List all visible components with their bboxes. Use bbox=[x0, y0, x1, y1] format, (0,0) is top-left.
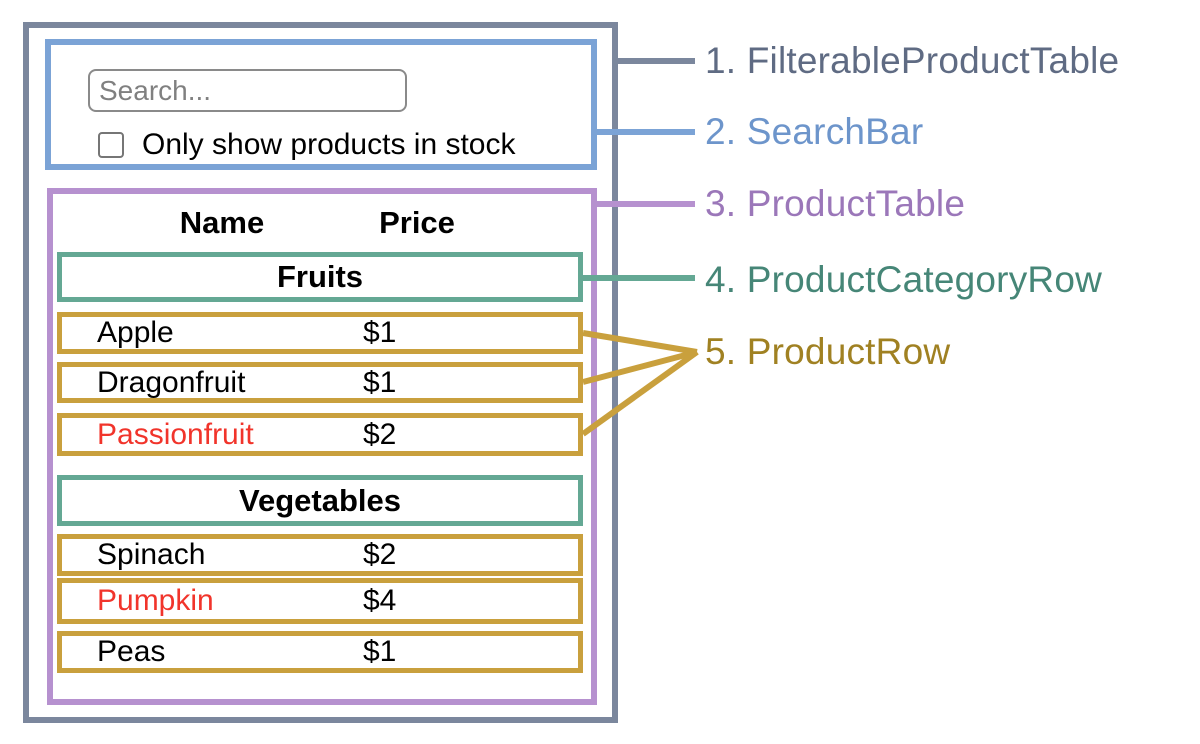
annotation-product-row: 5. ProductRow bbox=[705, 328, 950, 376]
in-stock-filter-row: Only show products in stock bbox=[98, 128, 516, 161]
annotation-product-category-row: 4. ProductCategoryRow bbox=[705, 256, 1102, 304]
product-row: Spinach $2 bbox=[57, 534, 583, 576]
product-price: $2 bbox=[363, 538, 397, 571]
product-category-row: Fruits bbox=[57, 252, 583, 302]
annotation-label: FilterableProductTable bbox=[746, 40, 1120, 81]
product-name: Dragonfruit bbox=[97, 365, 246, 399]
connector-line-filterable-product-table bbox=[615, 58, 695, 64]
price-column-header: Price bbox=[379, 205, 455, 240]
annotation-label: ProductTable bbox=[746, 183, 966, 224]
product-row: Passionfruit $2 bbox=[57, 413, 583, 456]
connector-line-search-bar bbox=[594, 129, 695, 135]
annotation-label: SearchBar bbox=[746, 111, 924, 152]
category-name: Fruits bbox=[276, 259, 364, 294]
in-stock-checkbox[interactable] bbox=[98, 132, 124, 158]
search-bar-box: Only show products in stock bbox=[45, 39, 597, 170]
product-price: $2 bbox=[363, 417, 397, 451]
annotation-number: 5. bbox=[705, 331, 737, 372]
product-price: $1 bbox=[363, 365, 397, 399]
product-row: Pumpkin $4 bbox=[57, 578, 583, 624]
filterable-product-table-box: Only show products in stock Name Price F… bbox=[23, 22, 618, 723]
product-name: Apple bbox=[97, 316, 174, 349]
annotation-number: 4. bbox=[705, 259, 737, 300]
product-name: Spinach bbox=[97, 538, 206, 571]
product-category-row: Vegetables bbox=[57, 475, 583, 526]
annotation-number: 3. bbox=[705, 183, 737, 224]
product-row: Peas $1 bbox=[57, 631, 583, 673]
name-column-header: Name bbox=[179, 205, 265, 240]
product-row: Dragonfruit $1 bbox=[57, 362, 583, 403]
product-row: Apple $1 bbox=[57, 312, 583, 354]
annotation-product-table: 3. ProductTable bbox=[705, 180, 965, 228]
annotation-label: ProductRow bbox=[746, 331, 951, 372]
connector-line-product-table bbox=[594, 201, 695, 207]
product-price: $1 bbox=[363, 316, 397, 349]
product-name: Peas bbox=[97, 635, 166, 668]
annotation-number: 2. bbox=[705, 111, 737, 152]
connector-line-product-category-row bbox=[580, 275, 695, 281]
product-name: Pumpkin bbox=[97, 584, 214, 617]
product-name: Passionfruit bbox=[97, 417, 254, 451]
annotation-number: 1. bbox=[705, 40, 737, 81]
category-name: Vegetables bbox=[239, 482, 401, 518]
annotation-search-bar: 2. SearchBar bbox=[705, 108, 923, 156]
product-price: $1 bbox=[363, 635, 397, 668]
search-input[interactable] bbox=[88, 69, 407, 112]
annotation-label: ProductCategoryRow bbox=[746, 259, 1103, 300]
product-table-box: Name Price Fruits Apple $1 Dragonfruit $… bbox=[47, 188, 597, 705]
annotation-filterable-product-table: 1. FilterableProductTable bbox=[705, 37, 1119, 85]
in-stock-checkbox-label: Only show products in stock bbox=[142, 128, 516, 161]
product-price: $4 bbox=[363, 584, 397, 617]
